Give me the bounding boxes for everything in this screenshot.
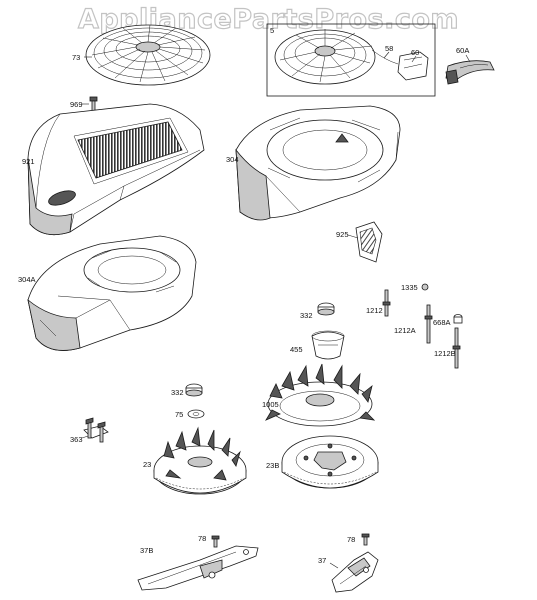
callout-925: 925 — [336, 230, 349, 239]
callout-969: 969 — [70, 100, 83, 109]
callout-1005: 1005 — [262, 400, 279, 409]
callout-78-left: 78 — [198, 534, 206, 543]
callout-304: 304 — [226, 155, 239, 164]
part-73-starter-screen[interactable] — [85, 24, 211, 86]
part-363-bracket[interactable] — [83, 417, 109, 443]
callout-75: 75 — [175, 410, 183, 419]
part-78-bolt-left[interactable] — [211, 535, 220, 548]
callout-1212a: 1212A — [394, 326, 416, 335]
callout-1212: 1212 — [366, 306, 383, 315]
part-304a-blower-housing[interactable] — [27, 235, 197, 351]
part-921-engine-cover[interactable] — [27, 103, 205, 236]
callout-37: 37 — [318, 556, 326, 565]
part-23-flywheel[interactable] — [153, 426, 247, 495]
part-1212a-stud[interactable] — [424, 304, 433, 344]
callout-73: 73 — [72, 53, 80, 62]
callout-37b: 37B — [140, 546, 153, 555]
callout-304a: 304A — [18, 275, 36, 284]
callout-78-right: 78 — [347, 535, 355, 544]
callout-668a: 668A — [433, 318, 451, 327]
callout-60a: 60A — [456, 46, 469, 55]
part-1212-stud[interactable] — [382, 289, 391, 317]
part-304-blower-housing[interactable] — [235, 105, 401, 221]
callout-332-lower: 332 — [171, 388, 184, 397]
part-332-nut-upper[interactable] — [317, 302, 335, 316]
callout-5: 5 — [270, 26, 274, 35]
callout-1335: 1335 — [401, 283, 418, 292]
callout-58: 58 — [385, 44, 393, 53]
callout-363: 363 — [70, 435, 83, 444]
part-5-starter-assembly-box[interactable] — [266, 23, 436, 97]
part-60a-starter-handle[interactable] — [445, 60, 495, 85]
part-1212b-stud[interactable] — [452, 327, 461, 369]
callout-23b: 23B — [266, 461, 279, 470]
part-37b-blade[interactable] — [137, 545, 259, 591]
callout-921: 921 — [22, 157, 35, 166]
callout-455: 455 — [290, 345, 303, 354]
part-37-blade-adapter[interactable] — [331, 551, 379, 593]
callout-23: 23 — [143, 460, 151, 469]
callout-60: 60 — [411, 48, 419, 57]
part-332-nut-lower[interactable] — [185, 383, 203, 397]
part-925-air-guide[interactable] — [355, 221, 383, 263]
part-1335-nut[interactable] — [421, 283, 429, 291]
callout-332-upper: 332 — [300, 311, 313, 320]
part-75-washer[interactable] — [187, 409, 205, 419]
part-78-bolt-right[interactable] — [361, 533, 370, 546]
part-23b-flywheel[interactable] — [281, 435, 379, 489]
part-455-cup[interactable] — [311, 330, 345, 360]
part-668a-spacer[interactable] — [453, 314, 463, 324]
callout-1212b: 1212B — [434, 349, 456, 358]
part-1005-fan[interactable] — [265, 363, 376, 427]
